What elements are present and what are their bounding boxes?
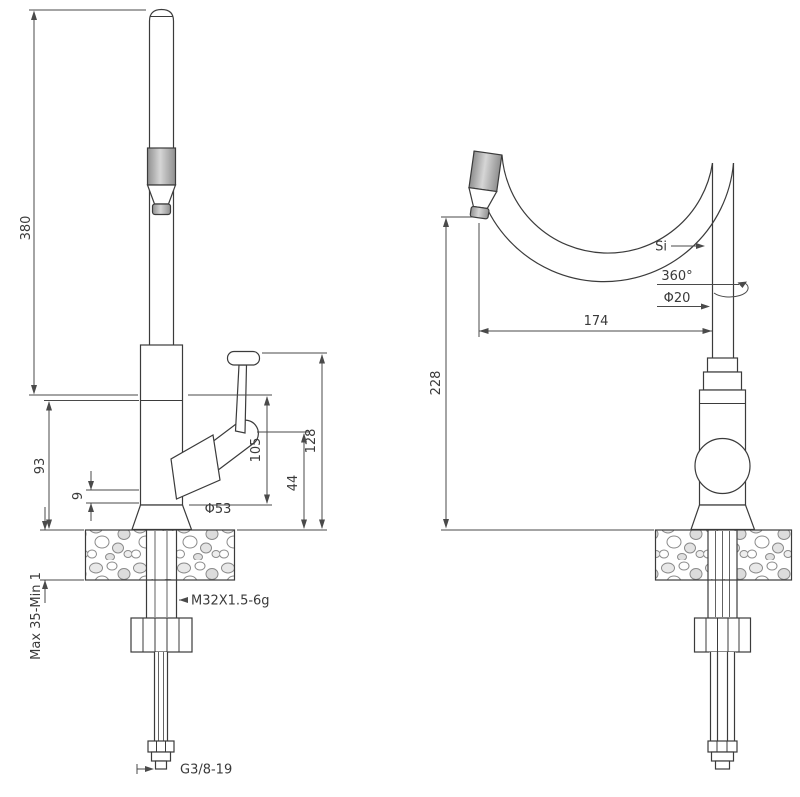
dim-base-diameter: Φ53 — [205, 502, 232, 517]
mounting-nut-side — [693, 617, 752, 653]
side-dimensions: 228 174 Si 360° Φ20 — [429, 216, 749, 531]
label-spray-marker: Si — [655, 240, 667, 255]
label-pipe-diameter: Φ20 — [664, 291, 691, 306]
dim-base-step: 9 — [71, 492, 86, 500]
base-flare — [131, 504, 193, 531]
hose-connector — [147, 740, 175, 753]
label-swivel-angle: 360° — [661, 269, 692, 284]
dim-deck-thickness: Max 35-Min 1 — [29, 572, 44, 660]
spray-grip — [146, 147, 177, 186]
dim-tip-to-deck: 228 — [429, 371, 444, 396]
mounting-nut — [130, 617, 193, 653]
gooseneck-inner — [501, 154, 714, 254]
dim-spout-height: 128 — [304, 429, 319, 454]
spray-head-side — [468, 150, 503, 220]
dim-body-height: 93 — [33, 458, 48, 475]
dim-total-height: 380 — [19, 216, 34, 241]
dim-outlet-height: 44 — [286, 475, 301, 492]
dim-mount-thread: M32X1.5-6g — [191, 594, 270, 609]
gooseneck-outer — [473, 150, 735, 283]
dim-supply-thread: G3/8-19 — [180, 763, 232, 778]
front-dimensions: 380 93 9 105 128 44 Φ — [19, 9, 327, 778]
ball-joint — [694, 437, 751, 495]
handle-grip — [226, 350, 261, 366]
dim-spout-reach: 174 — [584, 314, 609, 329]
handle-rod — [234, 364, 248, 434]
base-flare-side — [690, 504, 756, 531]
valve-wedge — [170, 434, 221, 500]
side-view — [468, 150, 793, 770]
neck-collar — [706, 357, 739, 373]
dim-handle-height: 105 — [249, 438, 264, 463]
spray-nozzle — [151, 203, 172, 216]
hose-connector-side — [707, 740, 738, 753]
front-view — [84, 8, 261, 770]
